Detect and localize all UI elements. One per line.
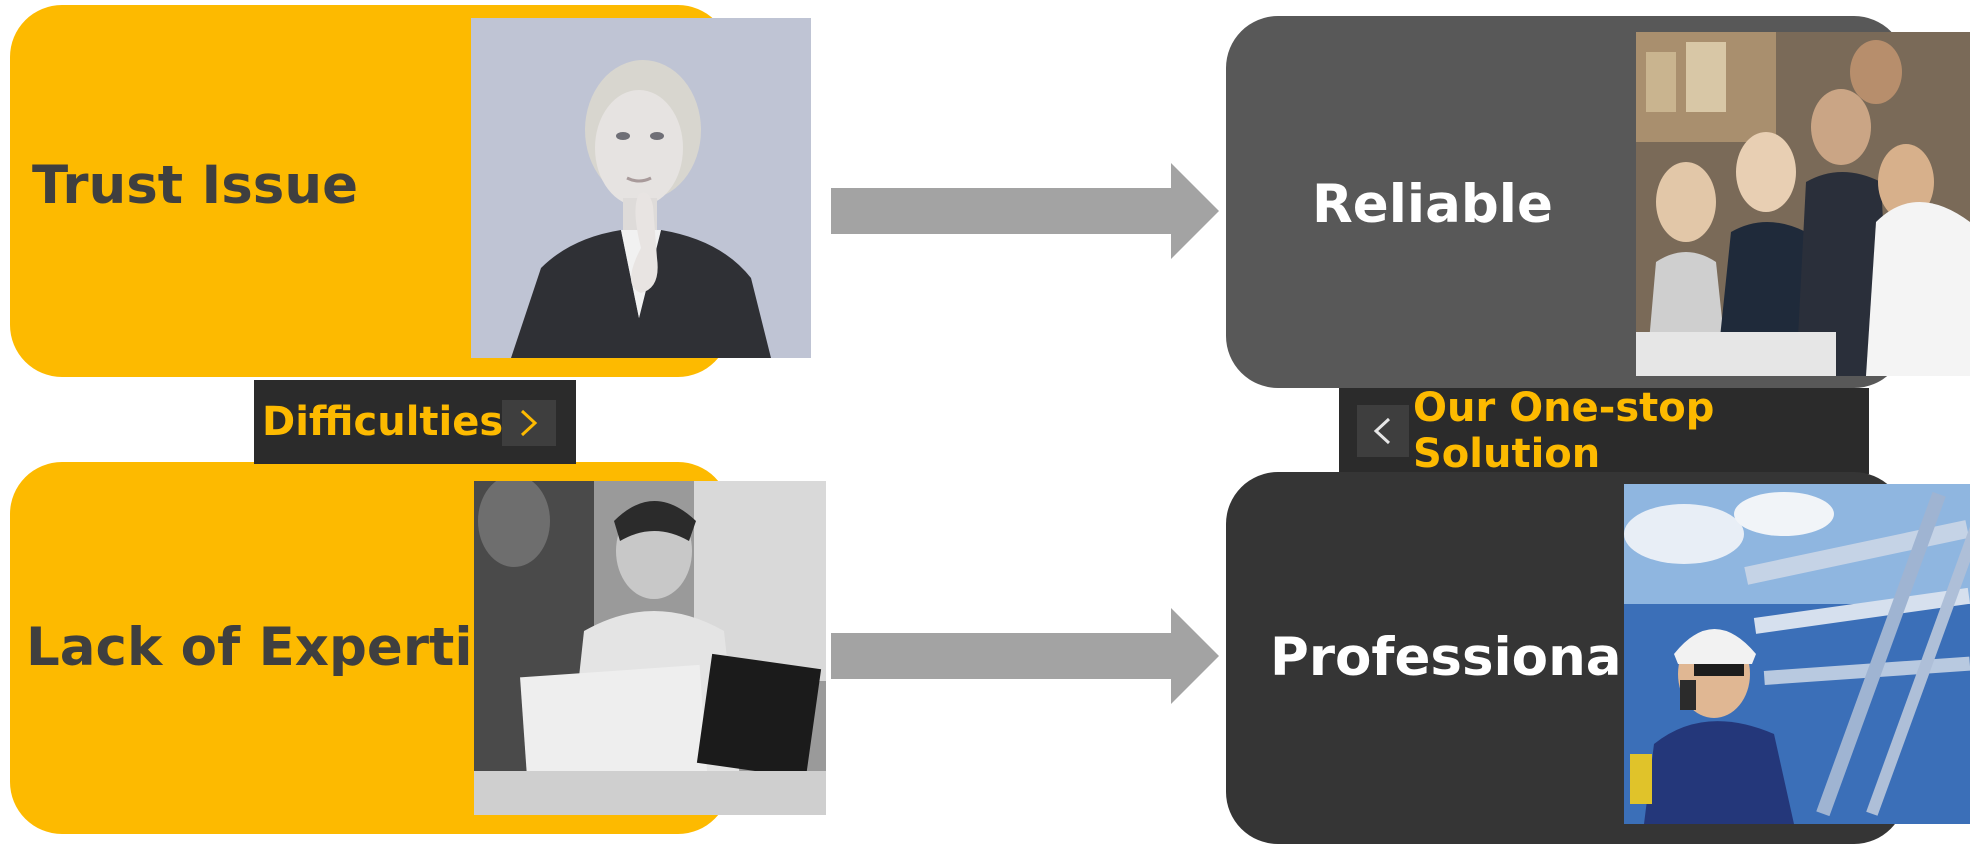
solution-label: Reliable [1312,174,1553,235]
tag-label: Our One-stop Solution [1413,385,1715,477]
arrow-right-icon [831,163,1219,259]
problem-label: Trust Issue [32,155,359,216]
tag-label: Difficulties [262,399,504,445]
difficulties-tag: Difficulties [254,380,576,464]
problem-label: Lack of Expertise [26,617,540,678]
one-stop-solution-tag: Our One-stop Solution [1339,385,1869,477]
team-meeting-photo [474,481,826,815]
chevron-right-icon[interactable] [502,400,556,446]
chevron-left-icon[interactable] [1357,405,1409,457]
thinking-woman-photo [471,18,811,358]
engineer-pipes-photo [1624,484,1970,824]
solution-label: Professional [1270,627,1640,688]
business-group-photo [1636,32,1970,376]
arrow-right-icon [831,608,1219,704]
